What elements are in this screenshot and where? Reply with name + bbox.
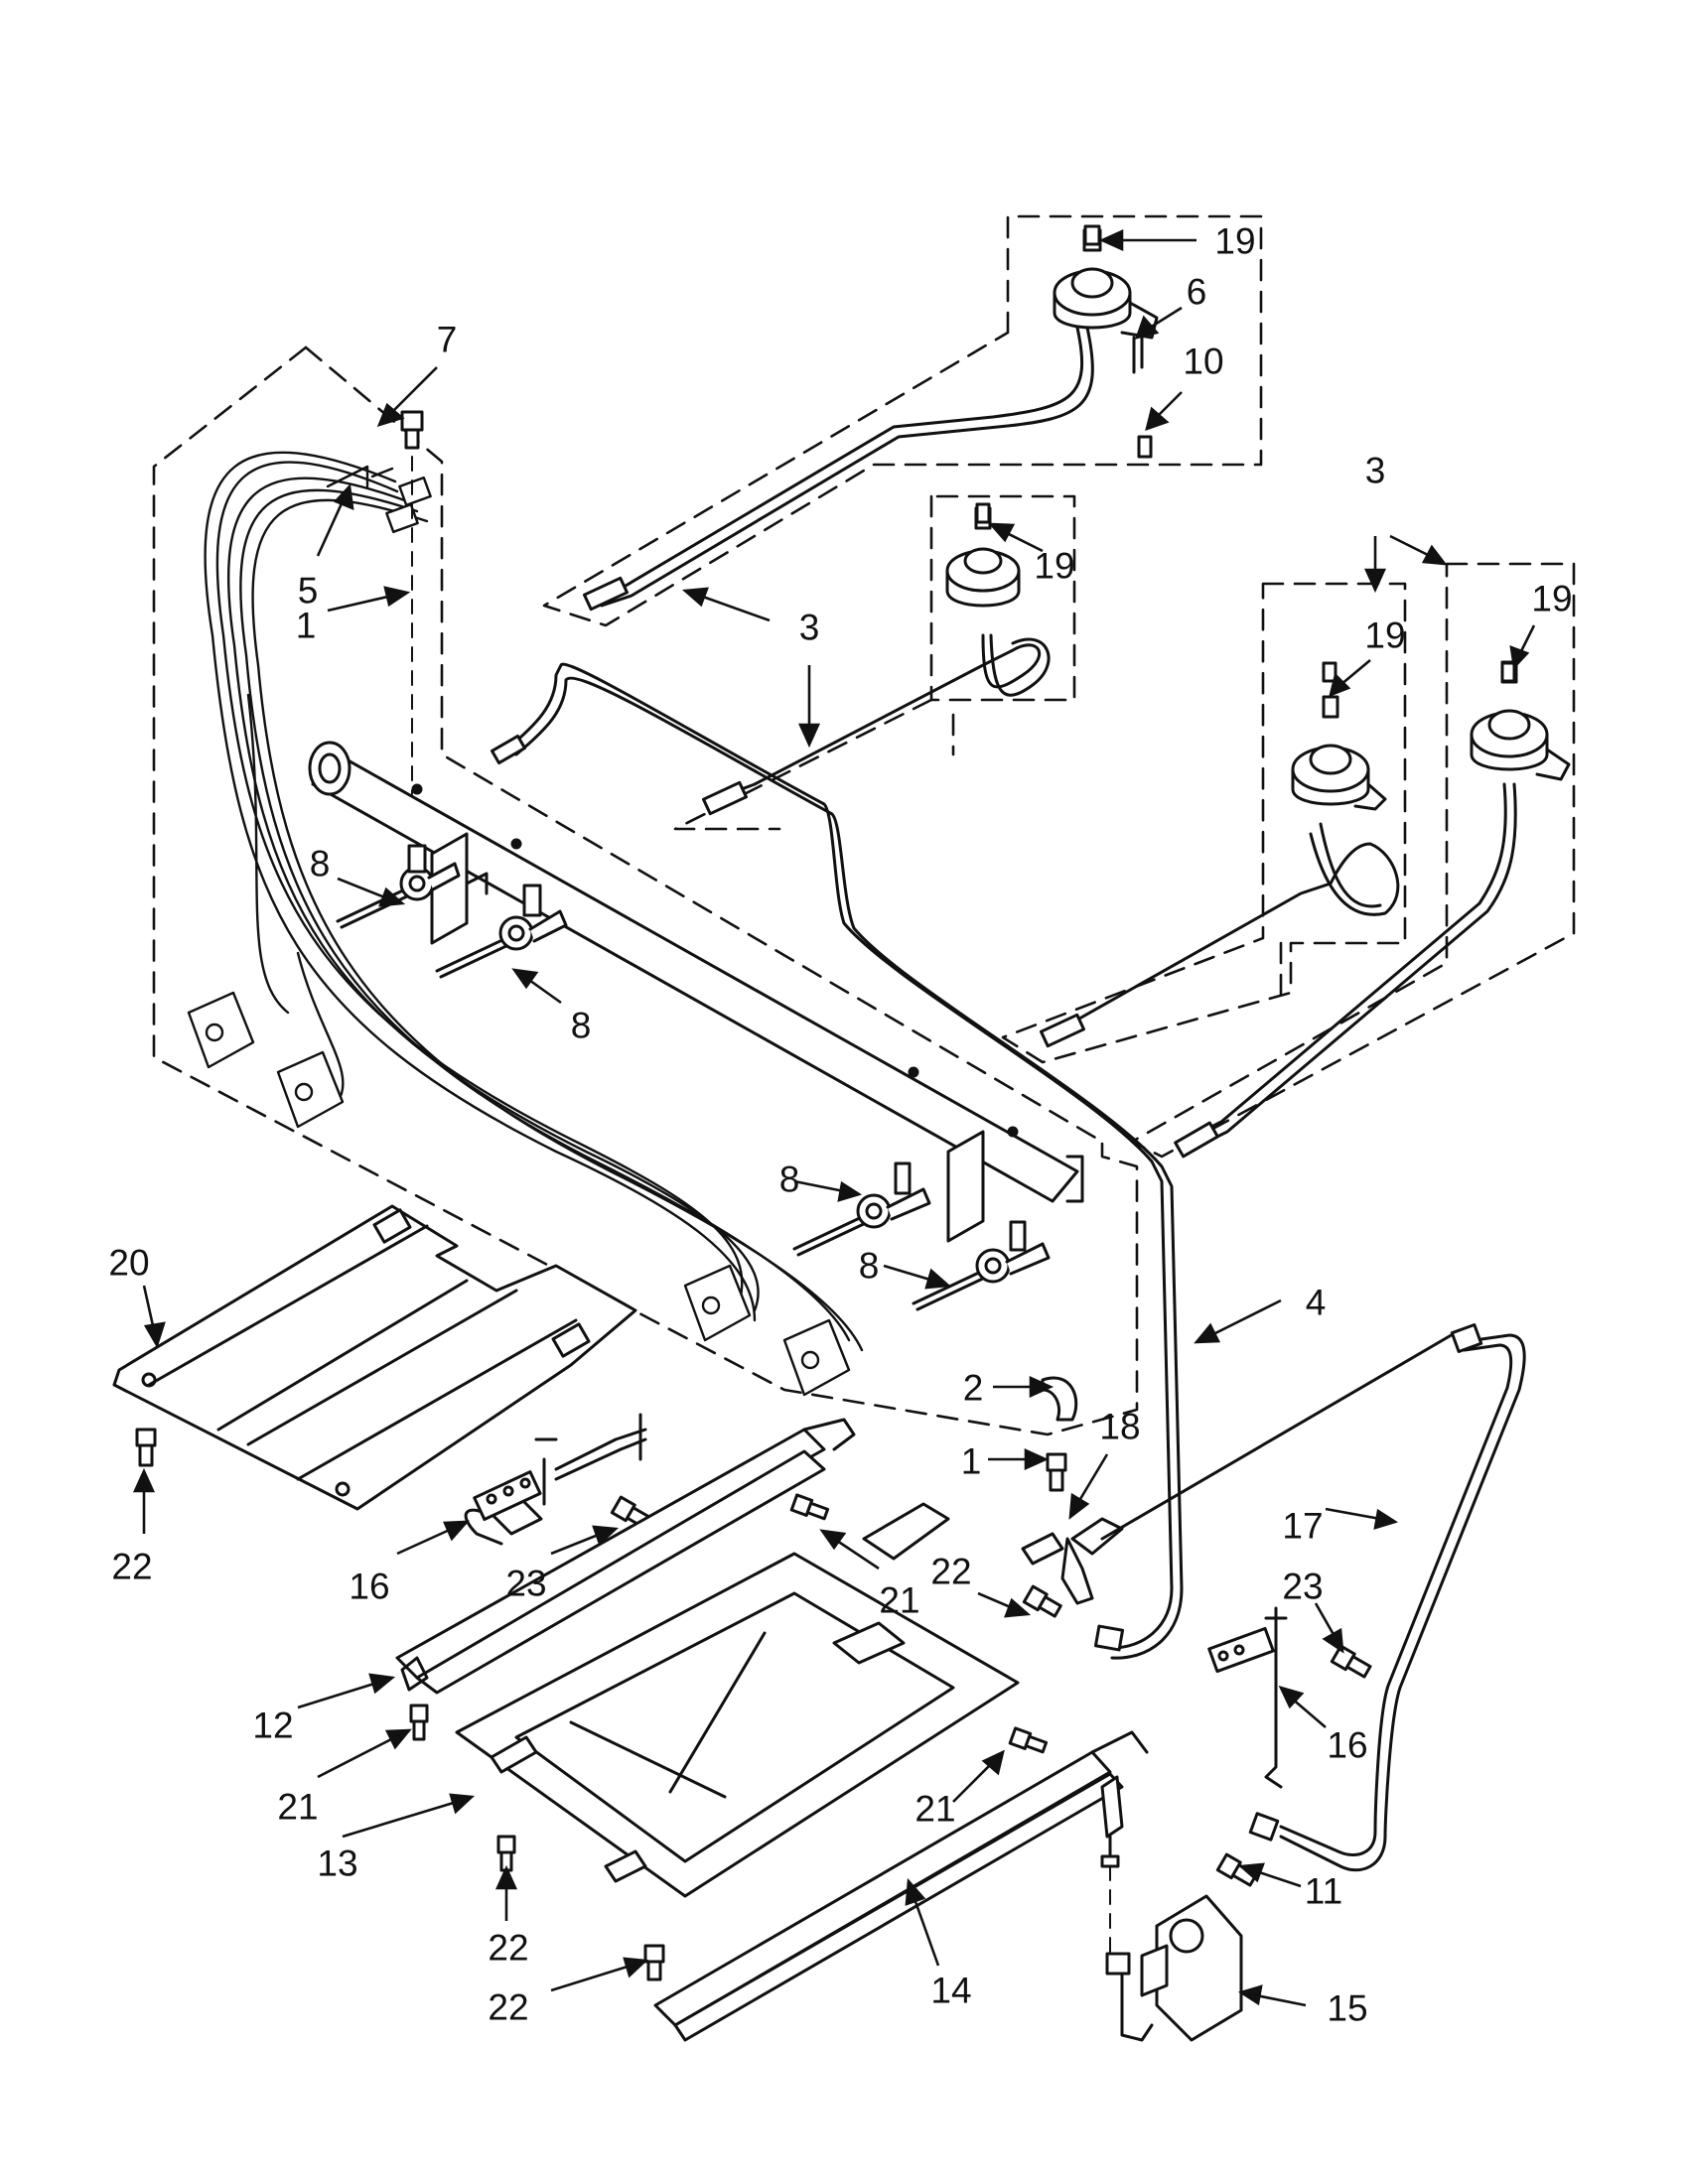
heat-shield (112, 1204, 637, 1511)
callout-12: 12 (252, 1705, 294, 1746)
callout-22-lower: 22 (488, 1986, 529, 2028)
gas-line (1093, 1322, 1526, 1872)
burner-tubes (491, 224, 1571, 1660)
callout-8-left-bottom: 8 (570, 1005, 592, 1046)
callout-16-right: 16 (1327, 1724, 1368, 1766)
callout-14: 14 (930, 1970, 972, 2011)
callout-19-right-2: 19 (1531, 578, 1573, 619)
callout-19-second: 19 (1034, 545, 1075, 587)
harness-group-outline-top (304, 345, 1104, 1144)
screw (1215, 1852, 1258, 1887)
callout-1-lower: 1 (960, 1440, 982, 1482)
oven-safety-valve (1100, 1775, 1243, 2042)
callout-13: 13 (317, 1843, 358, 1884)
burner-valve-head (1053, 228, 1159, 459)
callout-21-mid: 21 (879, 1579, 920, 1621)
callout-1: 1 (295, 605, 317, 646)
screw (400, 410, 424, 795)
callout-3-right: 3 (1364, 450, 1386, 491)
igniter-switch (187, 991, 851, 1397)
burner-box-fourth-outline (1130, 562, 1576, 1159)
screw (409, 1493, 1062, 1981)
callout-15: 15 (1327, 1987, 1368, 2029)
callout-22-left: 22 (111, 1546, 153, 1587)
callout-4: 4 (1305, 1282, 1327, 1323)
burner-box-second-outline (929, 494, 1076, 702)
manifold-pipe (308, 741, 1084, 1243)
callout-5: 5 (297, 570, 319, 612)
callout-19-right-1: 19 (1364, 614, 1406, 656)
callout-8-left-top: 8 (309, 843, 331, 885)
callout-22-mid: 22 (930, 1551, 972, 1592)
harness-group-outline (152, 345, 1139, 1436)
callout-8-right-bottom: 8 (858, 1245, 880, 1287)
callout-3-middle: 3 (798, 607, 820, 648)
callout-17: 17 (1282, 1505, 1324, 1547)
callout-10: 10 (1183, 341, 1224, 382)
screw (135, 1428, 652, 1530)
callout-20: 20 (108, 1242, 150, 1284)
burner-valve-head (1470, 660, 1571, 781)
bracket (1041, 1376, 1078, 1422)
oven-burner (464, 1413, 647, 1546)
screw (1330, 1644, 1372, 1679)
callout-23-left: 23 (505, 1563, 547, 1604)
callout-arrows (132, 228, 1536, 2007)
callout-19-top: 19 (1214, 220, 1256, 262)
callout-11: 11 (1304, 1870, 1343, 1912)
callout-18: 18 (1099, 1406, 1141, 1447)
callout-23-right: 23 (1282, 1566, 1324, 1607)
callout-22-bottom: 22 (488, 1927, 529, 1969)
burner-valve-head (1291, 695, 1387, 811)
burner-box-second-link (673, 698, 933, 831)
orifice-holder (862, 1328, 1462, 1605)
oven-burner-tube (395, 1418, 856, 1695)
burner-box-third-outline (1001, 582, 1407, 1064)
callout-6: 6 (1186, 271, 1207, 313)
callout-2: 2 (962, 1367, 984, 1409)
broil-burner (1207, 1606, 1288, 1789)
broil-burner-tube (653, 1730, 1149, 2042)
callout-21-right: 21 (914, 1788, 956, 1830)
group-outlines (152, 214, 1576, 1436)
gas-valve (336, 844, 1051, 1311)
callout-7: 7 (436, 319, 458, 360)
callout-21-left: 21 (277, 1786, 319, 1828)
callout-8-right-top: 8 (778, 1159, 800, 1200)
wiring-harness (187, 451, 864, 1397)
screw (1046, 1452, 1067, 1492)
burner-base (455, 1552, 1020, 1898)
callout-16-left: 16 (349, 1566, 390, 1607)
burner-box-top-outline (542, 214, 1263, 627)
